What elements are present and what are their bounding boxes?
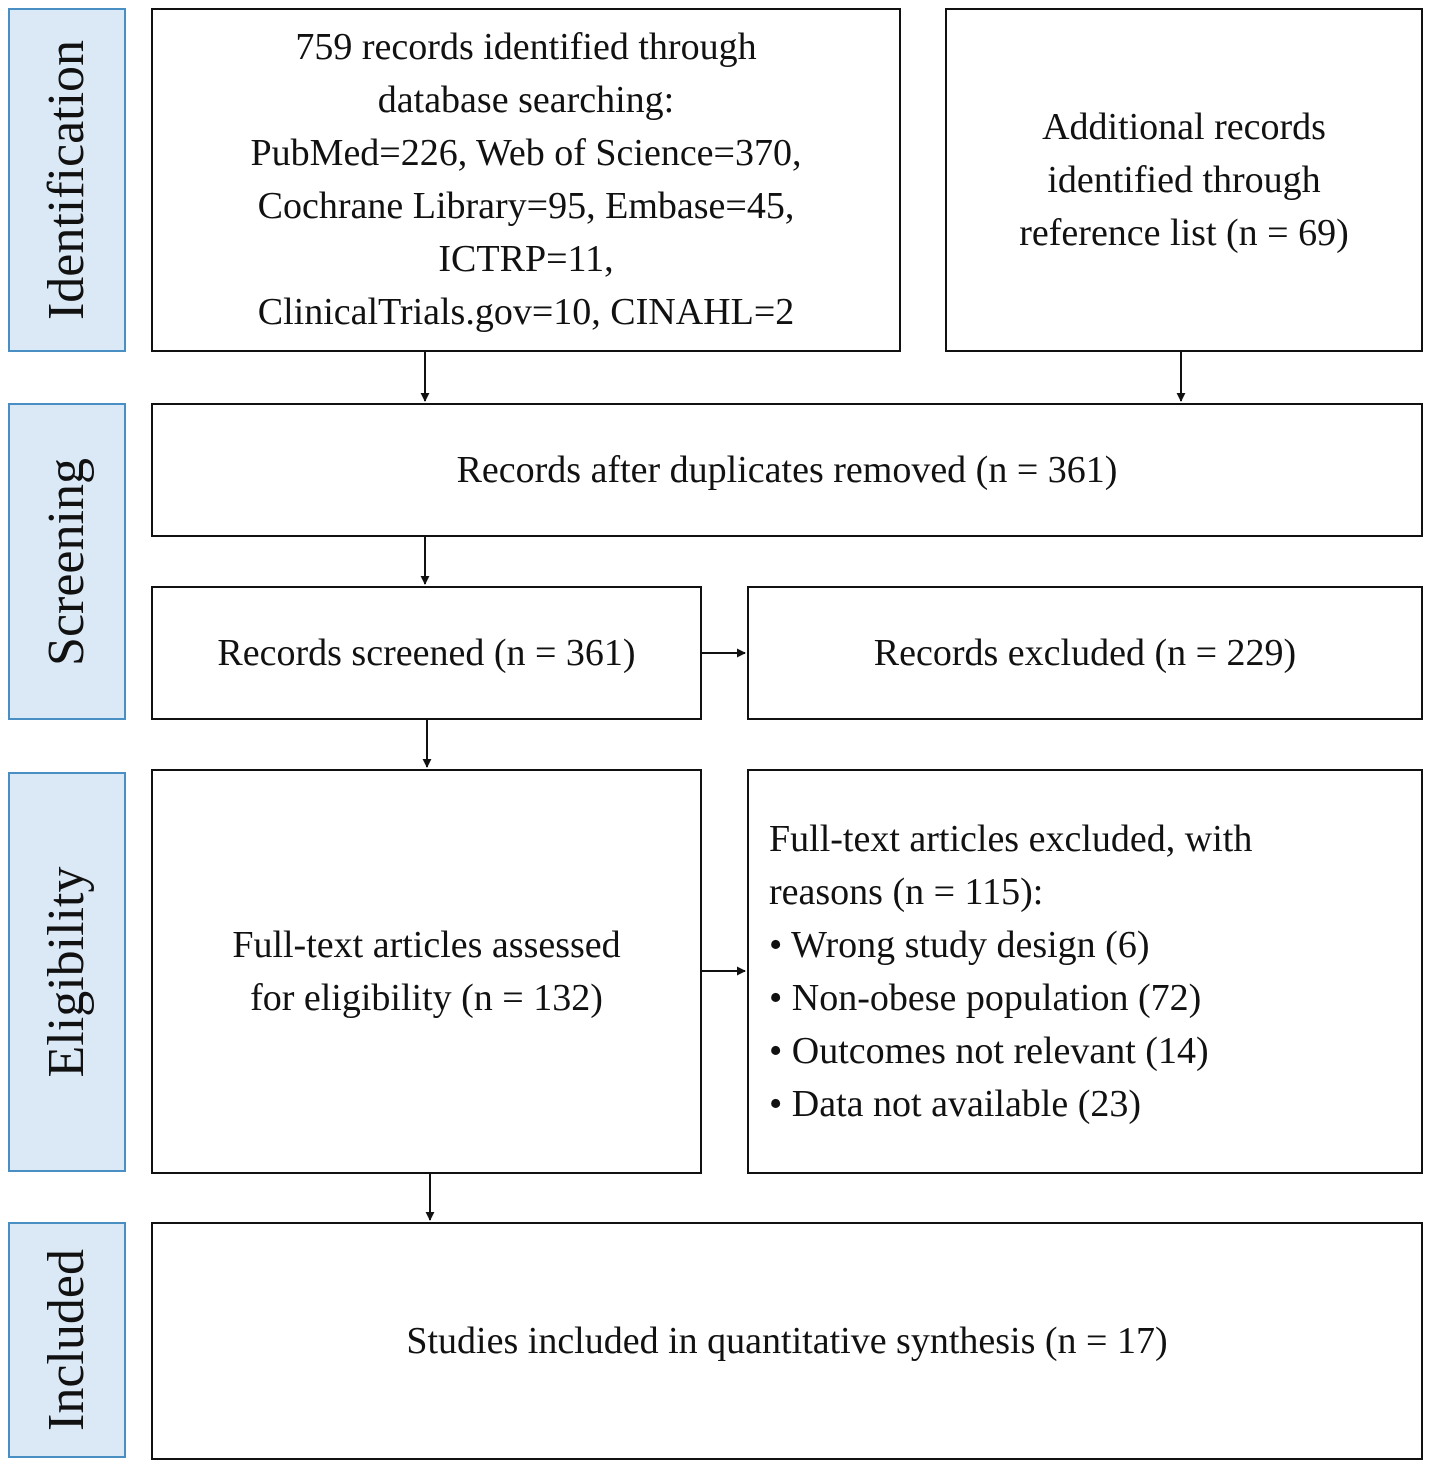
additional-records-line: reference list (n = 69) (1019, 211, 1349, 254)
fulltext-assessed-line: for eligibility (n = 132) (250, 976, 603, 1019)
records-screened-box: Records screened (n = 361) (151, 586, 702, 720)
stage-included: Included (8, 1222, 126, 1458)
exclusion-reason-item: • Wrong study design (6) (769, 923, 1150, 966)
additional-records-line: identified through (1047, 158, 1321, 201)
fulltext-excluded-line: Full-text articles excluded, with (769, 817, 1253, 860)
studies-included-text: Studies included in quantitative synthes… (406, 1319, 1168, 1362)
stage-eligibility-label: Eligibility (38, 866, 95, 1078)
stage-identification: Identification (8, 8, 126, 352)
exclusion-reason-item: • Data not available (23) (769, 1082, 1142, 1125)
database-search-line: 759 records identified through (295, 26, 757, 68)
records-excluded-text: Records excluded (n = 229) (873, 631, 1297, 674)
database-search-line: Cochrane Library=95, Embase=45, (257, 185, 795, 227)
exclusion-reason-item: • Non-obese population (72) (769, 976, 1202, 1019)
database-search-box: 759 records identified through database … (151, 8, 901, 352)
fulltext-assessed-box: Full-text articles assessed for eligibil… (151, 769, 702, 1174)
records-excluded-box: Records excluded (n = 229) (747, 586, 1423, 720)
fulltext-assessed-line: Full-text articles assessed (232, 923, 621, 966)
database-search-line: database searching: (377, 79, 675, 121)
stage-screening: Screening (8, 403, 126, 720)
database-search-line: ICTRP=11, (438, 238, 614, 280)
fulltext-excluded-box: Full-text articles excluded, with reason… (747, 769, 1423, 1174)
duplicates-removed-box: Records after duplicates removed (n = 36… (151, 403, 1423, 537)
fulltext-excluded-line: reasons (n = 115): (769, 870, 1044, 913)
additional-records-line: Additional records (1042, 105, 1326, 148)
stage-included-label: Included (38, 1249, 95, 1431)
stage-screening-label: Screening (38, 457, 95, 666)
database-search-line: ClinicalTrials.gov=10, CINAHL=2 (257, 291, 795, 333)
additional-records-box: Additional records identified through re… (945, 8, 1423, 352)
stage-eligibility: Eligibility (8, 772, 126, 1172)
studies-included-box: Studies included in quantitative synthes… (151, 1222, 1423, 1460)
records-screened-text: Records screened (n = 361) (217, 631, 636, 674)
stage-identification-label: Identification (38, 39, 95, 321)
database-search-line: PubMed=226, Web of Science=370, (250, 132, 802, 174)
exclusion-reason-item: • Outcomes not relevant (14) (769, 1029, 1209, 1072)
duplicates-removed-text: Records after duplicates removed (n = 36… (456, 448, 1118, 491)
